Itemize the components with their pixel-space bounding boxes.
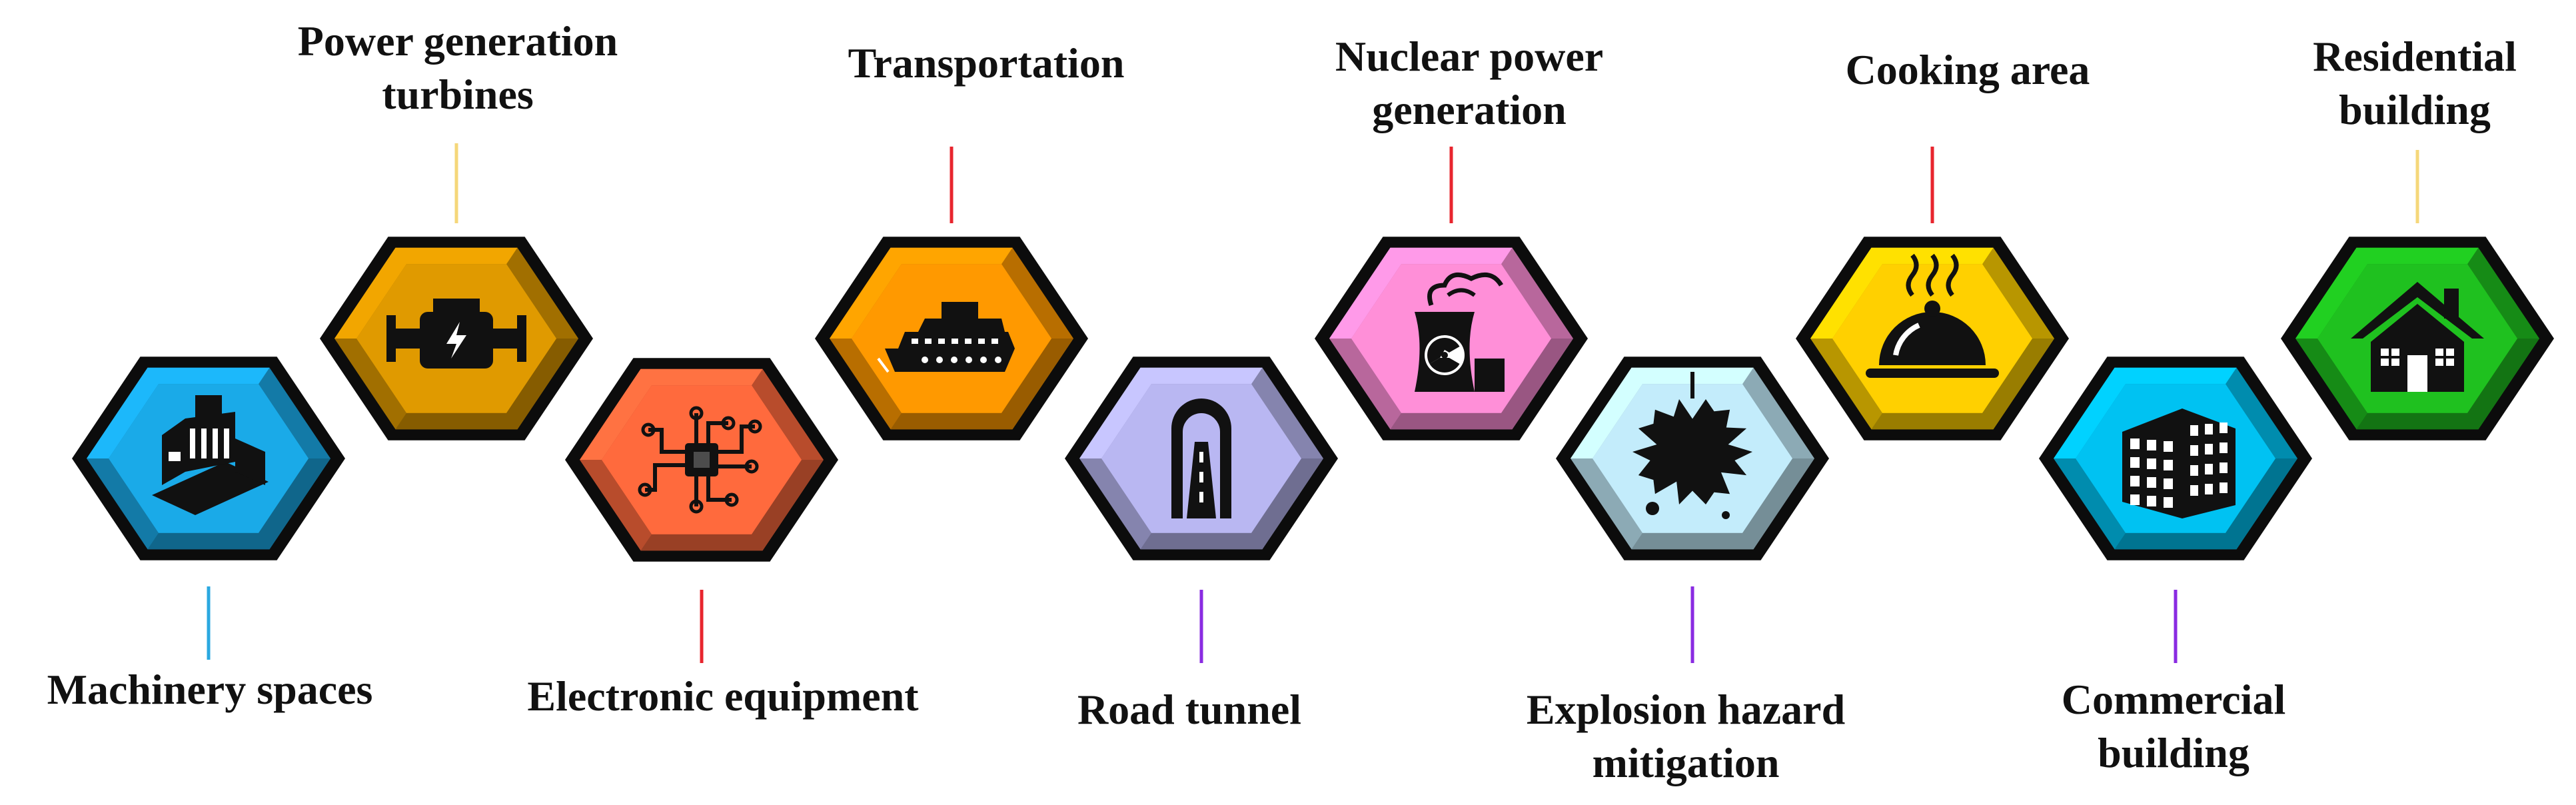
hexagon-cruise-ship [815,237,1088,440]
office-building-icon [2122,408,2236,518]
label-office-building: Commercial building [2061,676,2286,776]
hexagon-engine [320,237,593,440]
road-tunnel-icon [1171,399,1231,518]
label-explosion: Explosion hazard mitigation [1526,686,1846,786]
hexagon-explosion [1556,357,1829,560]
factory-icon [152,395,269,515]
hexagon-factory [72,357,345,560]
label-factory: Machinery spaces [47,666,373,713]
label-road-tunnel: Road tunnel [1077,686,1302,733]
label-microchip: Electronic equipment [527,672,919,720]
label-cloche: Cooking area [1845,46,2090,93]
microchip-icon [638,406,762,514]
cruise-ship-icon [877,302,1015,373]
engine-icon [386,299,526,369]
label-house: Residential building [2313,33,2517,133]
label-cruise-ship: Transportation [848,39,1125,87]
hexagon-cloche [1796,237,2069,440]
label-engine: Power generation turbines [297,17,618,118]
hexagon-house [2281,237,2554,440]
label-nuclear-plant: Nuclear power generation [1335,33,1604,133]
hexagon-microchip [565,358,838,562]
hexagon-road-tunnel [1065,357,1338,560]
house-icon [2351,282,2484,392]
nuclear-plant-icon [1415,272,1505,392]
cloche-icon [1866,253,1999,378]
hexagon-office-building [2039,357,2312,560]
hexagon-nuclear-plant [1315,237,1588,440]
explosion-icon [1632,372,1752,519]
